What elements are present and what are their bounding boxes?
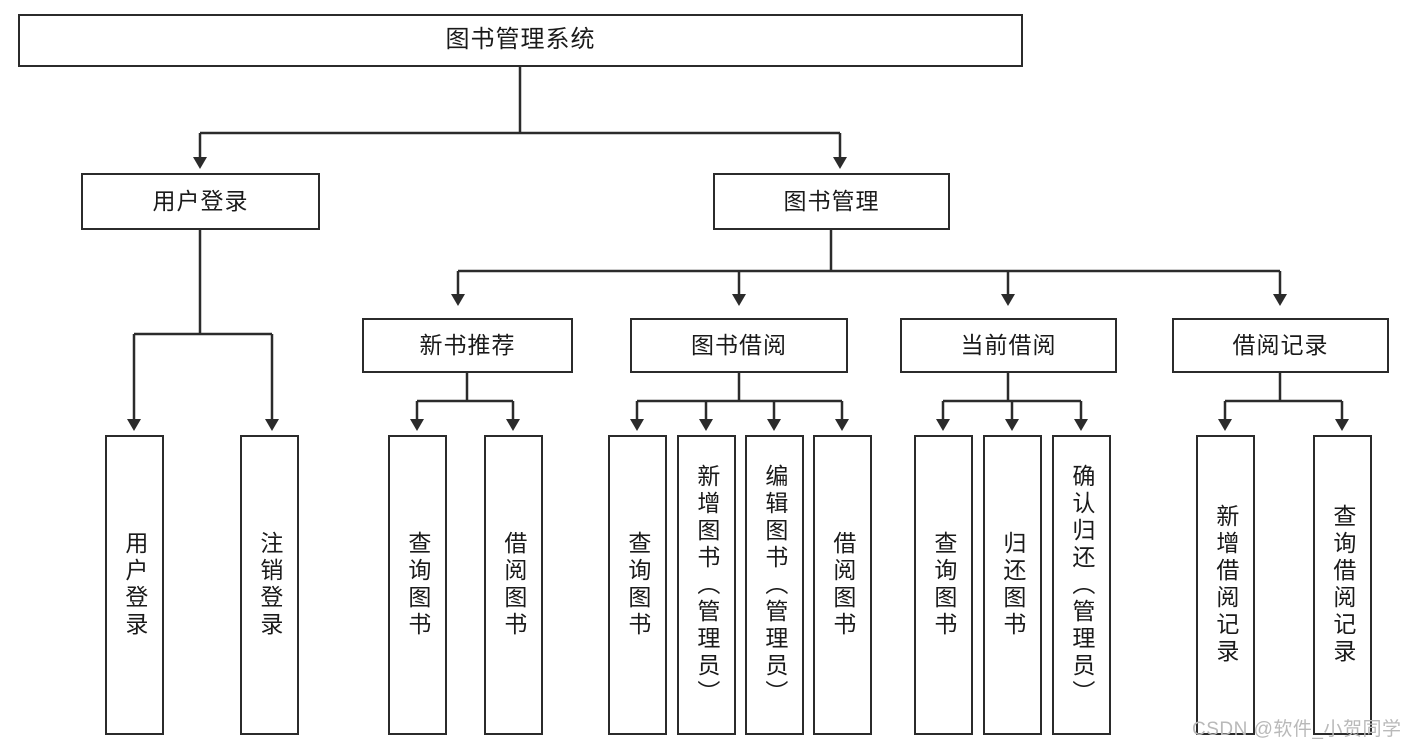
leaf-borrow-book-action[interactable]: 借阅图书 xyxy=(813,435,872,735)
node-borrow-record[interactable]: 借阅记录 xyxy=(1172,318,1389,373)
node-book-management[interactable]: 图书管理 xyxy=(713,173,950,230)
node-book-borrow[interactable]: 图书借阅 xyxy=(630,318,848,373)
leaf-user-login-action[interactable]: 用户登录 xyxy=(105,435,164,735)
node-root[interactable]: 图书管理系统 xyxy=(18,14,1023,67)
leaf-return-book[interactable]: 归还图书 xyxy=(983,435,1042,735)
leaf-add-book-admin[interactable]: 新增图书（管理员） xyxy=(677,435,736,735)
node-current-borrow[interactable]: 当前借阅 xyxy=(900,318,1117,373)
leaf-confirm-return-admin[interactable]: 确认归还（管理员） xyxy=(1052,435,1111,735)
leaf-borrow-book-recommend[interactable]: 借阅图书 xyxy=(484,435,543,735)
leaf-query-borrow-record[interactable]: 查询借阅记录 xyxy=(1313,435,1372,735)
node-new-book-recommend[interactable]: 新书推荐 xyxy=(362,318,573,373)
csdn-watermark: CSDN @软件_小贺同学 xyxy=(1192,719,1402,740)
leaf-query-book-borrow[interactable]: 查询图书 xyxy=(608,435,667,735)
leaf-logout-action[interactable]: 注销登录 xyxy=(240,435,299,735)
leaf-query-book-current[interactable]: 查询图书 xyxy=(914,435,973,735)
leaf-add-borrow-record[interactable]: 新增借阅记录 xyxy=(1196,435,1255,735)
node-user-login[interactable]: 用户登录 xyxy=(81,173,320,230)
leaf-query-book-recommend[interactable]: 查询图书 xyxy=(388,435,447,735)
leaf-edit-book-admin[interactable]: 编辑图书（管理员） xyxy=(745,435,804,735)
